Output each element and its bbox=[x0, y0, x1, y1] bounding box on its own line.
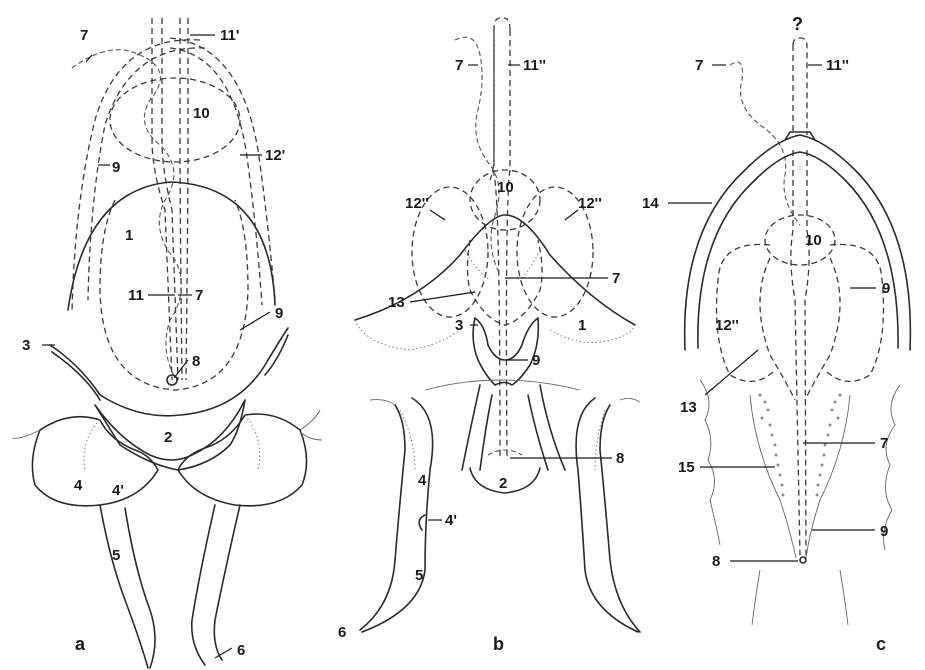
label-c-9-bottom: 9 bbox=[880, 523, 888, 540]
label-b-10: 10 bbox=[497, 179, 514, 196]
label-b-4: 4 bbox=[418, 472, 427, 489]
label-c-11pp: 11'' bbox=[826, 57, 849, 74]
label-b-13: 13 bbox=[388, 294, 405, 311]
cup-3 bbox=[473, 318, 538, 385]
duct-right-outer bbox=[180, 18, 182, 380]
cup-2-inner bbox=[488, 450, 522, 455]
label-c-9: 9 bbox=[882, 280, 890, 297]
label-c-12: 12'' bbox=[715, 317, 739, 334]
panel-c-caption: c bbox=[876, 634, 886, 654]
duct-right-inner bbox=[186, 18, 188, 380]
label-a-6: 6 bbox=[237, 642, 245, 659]
label-a-3: 3 bbox=[22, 337, 30, 354]
leader-13 bbox=[705, 350, 758, 395]
label-a-4p: 4' bbox=[112, 482, 124, 499]
label-b-6: 6 bbox=[338, 624, 346, 641]
panel-a-caption: a bbox=[75, 634, 86, 654]
tissue-lines bbox=[700, 380, 900, 625]
label-c-15: 15 bbox=[678, 459, 695, 476]
panel-b: 7 11'' 10 12'' 12'' 7 13 3 1 9 8 2 4 4' … bbox=[338, 18, 640, 654]
label-a-2: 2 bbox=[164, 429, 172, 446]
label-c-question: ? bbox=[792, 14, 803, 34]
label-b-9: 9 bbox=[532, 352, 540, 369]
label-a-9-top: 9 bbox=[112, 159, 120, 176]
label-b-1: 1 bbox=[578, 317, 586, 334]
leader-12-right bbox=[565, 210, 578, 220]
label-c-8: 8 bbox=[712, 553, 720, 570]
label-a-11p: 11' bbox=[220, 27, 239, 44]
label-b-12-right: 12'' bbox=[578, 195, 602, 212]
label-a-11: 11 bbox=[128, 287, 144, 304]
arm-5-right bbox=[576, 398, 640, 632]
duct-11-dprime bbox=[494, 30, 510, 460]
duct-11-dprime-top bbox=[490, 18, 510, 180]
sac-10 bbox=[110, 78, 240, 162]
sac-10 bbox=[765, 215, 835, 265]
label-a-12p: 12' bbox=[265, 147, 285, 164]
arm-5-left-dot bbox=[400, 410, 415, 470]
label-a-10: 10 bbox=[193, 105, 210, 122]
leader-12-left bbox=[430, 210, 445, 220]
coiled-duct-7 bbox=[730, 62, 800, 225]
label-a-9-right: 9 bbox=[275, 305, 283, 322]
label-c-10: 10 bbox=[805, 232, 822, 249]
label-b-8: 8 bbox=[616, 450, 624, 467]
lobe-4-left bbox=[32, 417, 158, 506]
flange-underside bbox=[355, 320, 635, 350]
arm-5-left bbox=[100, 505, 155, 668]
label-a-4: 4 bbox=[74, 477, 83, 494]
label-a-8: 8 bbox=[192, 353, 200, 370]
label-b-7-mid: 7 bbox=[612, 270, 620, 287]
panel-a: 7 11' 10 9 12' 1 11 7 9 3 8 2 4 4' 5 6 a bbox=[12, 18, 322, 668]
label-c-13: 13 bbox=[680, 399, 697, 416]
label-b-12-left: 12'' bbox=[405, 195, 429, 212]
arm-5-right bbox=[192, 505, 240, 665]
arch-solid bbox=[68, 182, 275, 310]
label-a-1: 1 bbox=[125, 227, 133, 244]
cross-line bbox=[425, 380, 580, 390]
body-dashed bbox=[468, 240, 543, 325]
arm-5-left bbox=[360, 398, 433, 632]
bar-3 bbox=[50, 328, 288, 416]
duct-11-dprime-top bbox=[793, 38, 807, 135]
lobes-12 bbox=[717, 244, 884, 381]
lobe-stipple bbox=[465, 250, 540, 280]
knob-4p-left bbox=[419, 515, 425, 530]
lobe-4-right bbox=[178, 414, 307, 506]
label-b-11pp: 11'' bbox=[523, 57, 546, 74]
label-b-3: 3 bbox=[455, 317, 463, 334]
panel-b-caption: b bbox=[493, 634, 504, 654]
arm-9 bbox=[462, 385, 565, 470]
label-b-7-top: 7 bbox=[455, 57, 463, 74]
label-a-7-top: 7 bbox=[80, 27, 88, 44]
label-a-7-mid: 7 bbox=[195, 287, 203, 304]
leader-13 bbox=[410, 292, 475, 302]
loop-12-right bbox=[170, 38, 275, 300]
label-a-5: 5 bbox=[112, 547, 120, 564]
duct-11-dprime bbox=[791, 150, 809, 555]
body-dashed bbox=[760, 258, 840, 400]
panel-c: ? 7 11'' 14 10 9 12'' 13 7 15 9 8 c bbox=[642, 14, 910, 654]
label-c-7-top: 7 bbox=[695, 57, 703, 74]
label-c-7-mid: 7 bbox=[880, 435, 888, 452]
label-c-14: 14 bbox=[642, 195, 659, 212]
pore-8 bbox=[800, 557, 806, 563]
arm-whisker bbox=[370, 398, 640, 405]
coiled-duct-7 bbox=[72, 50, 181, 378]
loop-12-right-inner bbox=[170, 48, 262, 305]
leader-9-right bbox=[240, 312, 270, 330]
duct-11-prime-inner bbox=[162, 18, 178, 380]
label-b-5: 5 bbox=[415, 567, 423, 584]
label-b-2: 2 bbox=[499, 475, 507, 492]
label-b-4p: 4' bbox=[445, 512, 457, 529]
